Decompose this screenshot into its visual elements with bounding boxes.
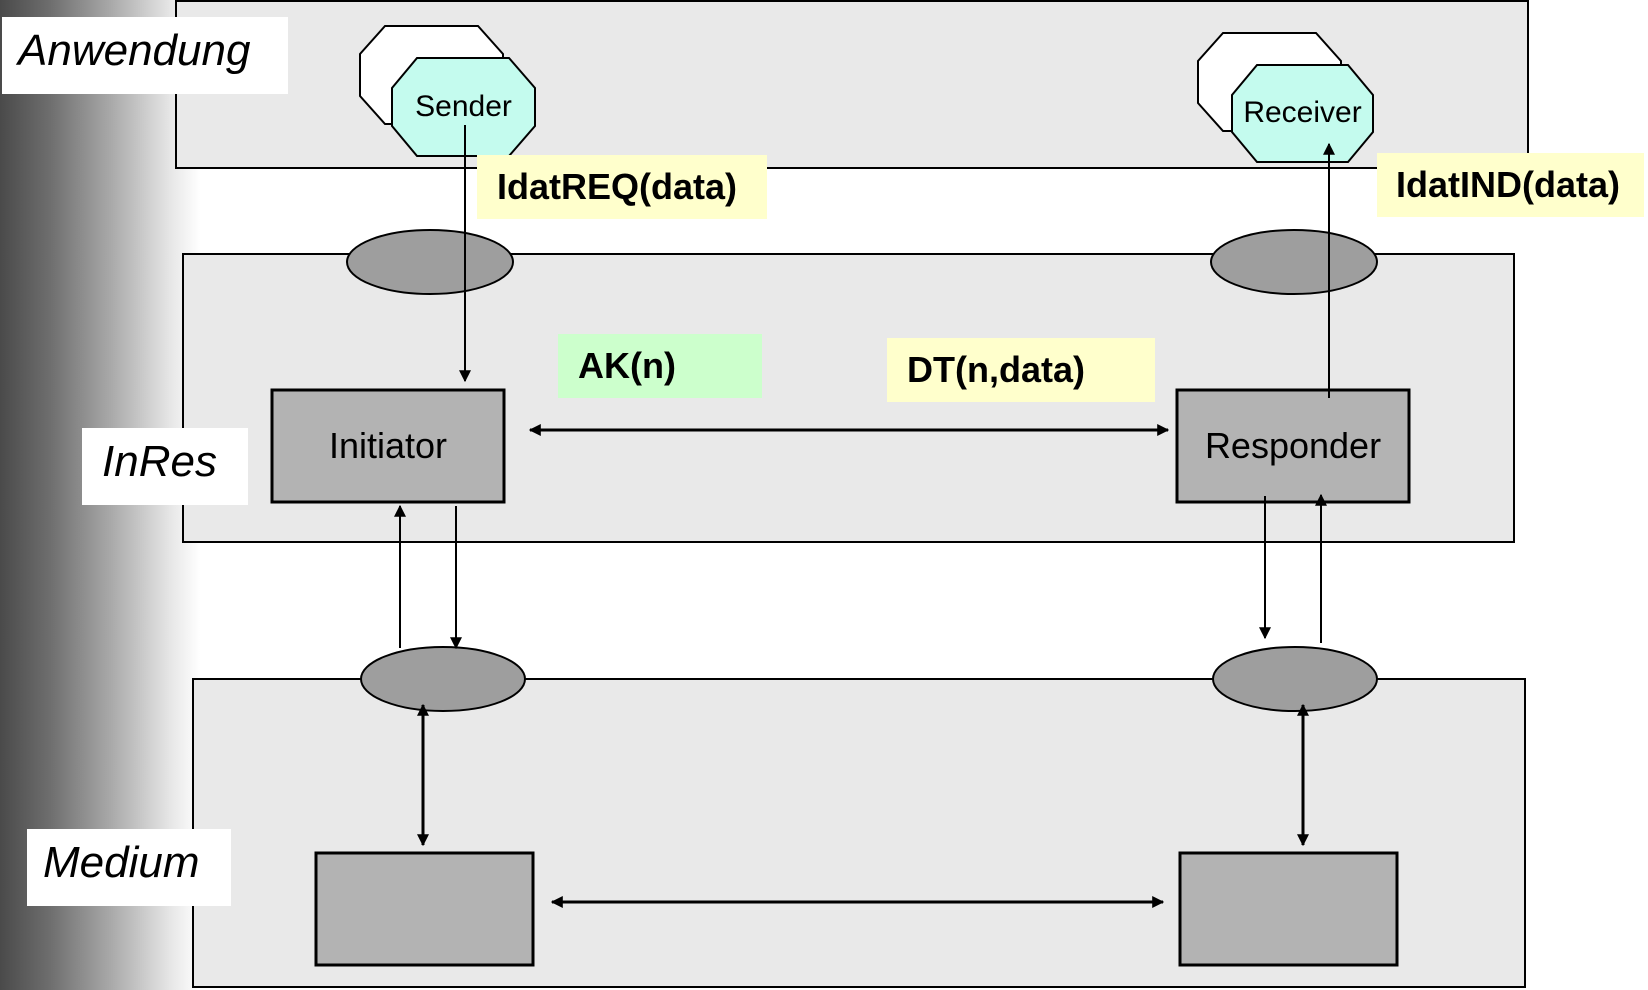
message-label-ak: AK(n): [558, 334, 762, 398]
receiver-process-shape[interactable]: [1231, 64, 1374, 163]
sap-responder-bottom: [1212, 646, 1378, 712]
medium-entity-right[interactable]: [1178, 851, 1399, 967]
initiator-label: Initiator: [328, 425, 448, 466]
initiator-entity[interactable]: [270, 388, 506, 504]
sap-responder-top: [1210, 229, 1378, 295]
sap-initiator-top: [346, 229, 514, 295]
layer-label-medium: Medium: [27, 829, 231, 906]
sap-initiator-bottom: [360, 646, 526, 712]
receiver-label: Receiver: [1243, 96, 1362, 129]
medium-entity-left[interactable]: [314, 851, 535, 967]
message-label-idatreq: IdatREQ(data): [477, 155, 767, 219]
message-label-idatind: IdatIND(data): [1377, 153, 1644, 217]
layer-label-inres: InRes: [82, 428, 248, 505]
sender-label: Sender: [415, 90, 512, 123]
message-label-dt: DT(n,data): [887, 338, 1155, 402]
layer-label-anwendung: Anwendung: [2, 17, 288, 94]
responder-label: Responder: [1204, 425, 1382, 466]
responder-entity[interactable]: [1175, 388, 1411, 504]
